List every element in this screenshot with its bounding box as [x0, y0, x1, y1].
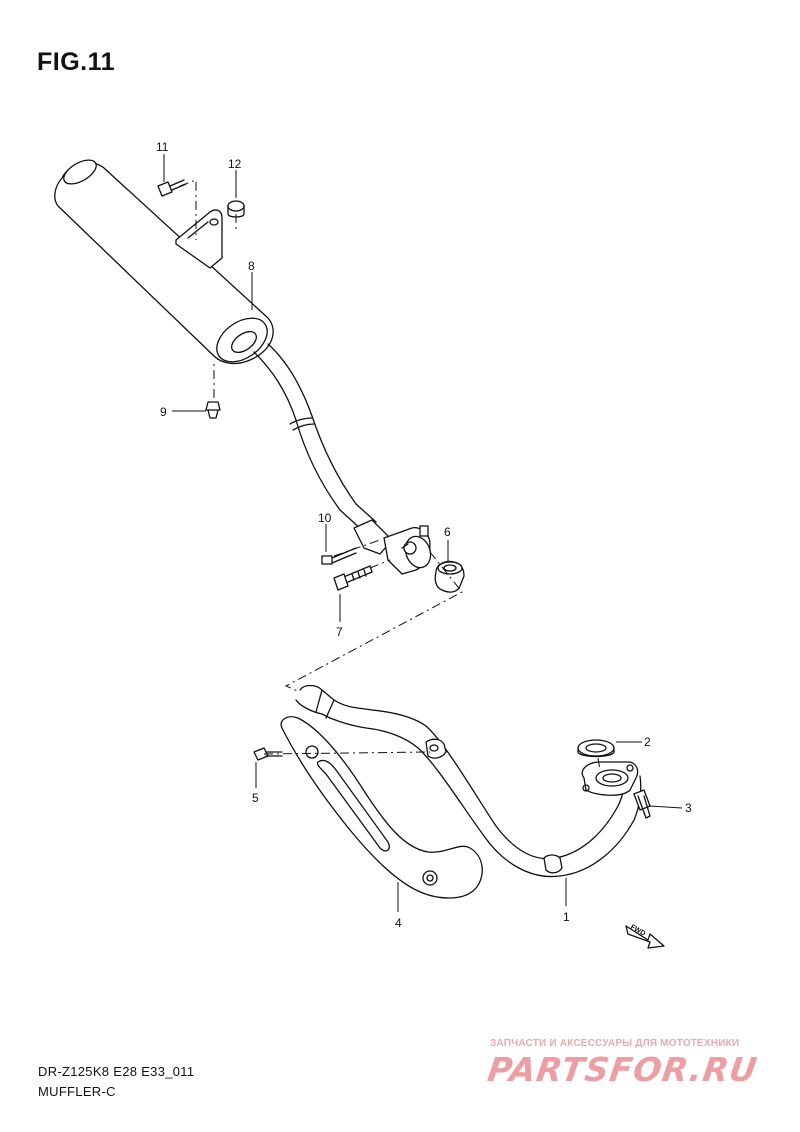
gasket-2 [577, 739, 615, 758]
alignment-lines [179, 179, 601, 771]
muffler-part [54, 159, 274, 365]
bolt-10 [321, 547, 357, 565]
bolt-9 [205, 401, 221, 419]
callout-2: 2 [644, 735, 651, 749]
bolt-7 [333, 565, 373, 591]
watermark-tagline: ЗАПЧАСТИ И АКСЕССУАРЫ ДЛЯ МОТОТЕХНИКИ [490, 1038, 740, 1049]
muffler-inlet-pipe [253, 343, 377, 531]
bolt-11 [157, 179, 187, 197]
section-name: MUFFLER-C [38, 1084, 116, 1099]
heat-shield-part [280, 716, 483, 899]
callout-7: 7 [336, 625, 343, 639]
grommet-12 [227, 200, 245, 218]
screw-5 [253, 747, 283, 761]
callout-3: 3 [685, 801, 692, 815]
callout-9: 9 [160, 405, 167, 419]
callout-8: 8 [248, 259, 255, 273]
watermark-logo: PARTSFOR.RU [485, 1050, 761, 1089]
callout-5: 5 [252, 791, 259, 805]
callout-4: 4 [395, 916, 402, 930]
callout-10: 10 [318, 511, 332, 525]
callout-12: 12 [228, 157, 242, 171]
callout-11: 11 [156, 140, 169, 154]
callout-1: 1 [563, 910, 570, 924]
figure-title: FIG.11 [37, 48, 116, 76]
callout-6: 6 [444, 525, 451, 539]
model-code: DR-Z125K8 E28 E33_011 [38, 1064, 195, 1079]
clamp-assembly [353, 519, 432, 575]
fwd-arrow-icon [625, 925, 665, 949]
leader-lines [163, 154, 683, 912]
exhaust-pipe-part [295, 684, 642, 878]
gasket-part [434, 560, 465, 593]
